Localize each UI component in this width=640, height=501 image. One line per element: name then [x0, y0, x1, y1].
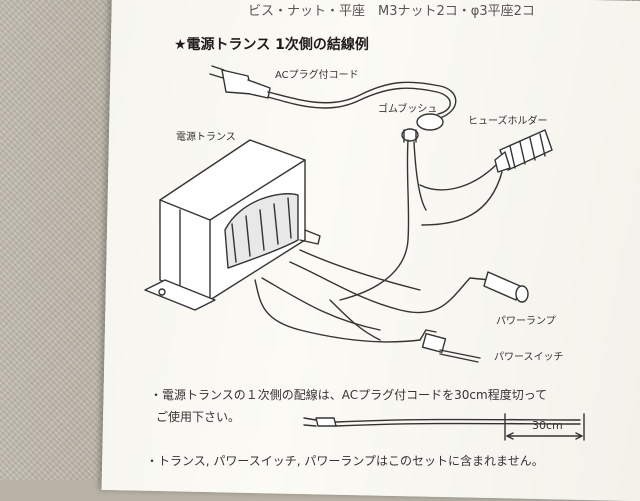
dimension-label: 30cm — [532, 419, 563, 432]
note-not-included: ・トランス, パワースイッチ, パワーランプはこのセットに含まれません。 — [146, 454, 544, 468]
ac-plug-icon — [209, 65, 271, 99]
power-lamp-icon — [483, 271, 529, 303]
dimension-diagram — [303, 413, 585, 441]
label-power-transformer: 電源トランス — [176, 132, 236, 143]
label-power-lamp: パワーランプ — [496, 316, 556, 327]
power-switch-icon — [419, 329, 481, 363]
parts-list-line: ビス・ナット・平座 M3ナット2コ・φ3平座2コ — [248, 4, 535, 19]
label-power-switch: パワースイッチ — [494, 352, 564, 363]
label-rubber-bush: ゴムブッシュ — [378, 104, 438, 115]
note-cord-length-cont: ご使用下さい。 — [156, 410, 241, 424]
note-cord-length: ・電源トランスの１次側の配線は、ACプラグ付コードを30cm程度切って — [150, 388, 548, 402]
label-ac-plug-cord: ACプラグ付コード — [275, 70, 359, 81]
fuse-holder-icon — [494, 129, 553, 173]
rubber-bush-icon — [401, 113, 444, 143]
wiring-diagram — [144, 65, 585, 441]
label-fuse-holder: ヒューズホルダー — [468, 116, 548, 127]
ac-cord — [267, 81, 457, 123]
section-heading: ★電源トランス 1次側の結線例 — [174, 37, 369, 53]
power-transformer-icon — [144, 139, 321, 311]
